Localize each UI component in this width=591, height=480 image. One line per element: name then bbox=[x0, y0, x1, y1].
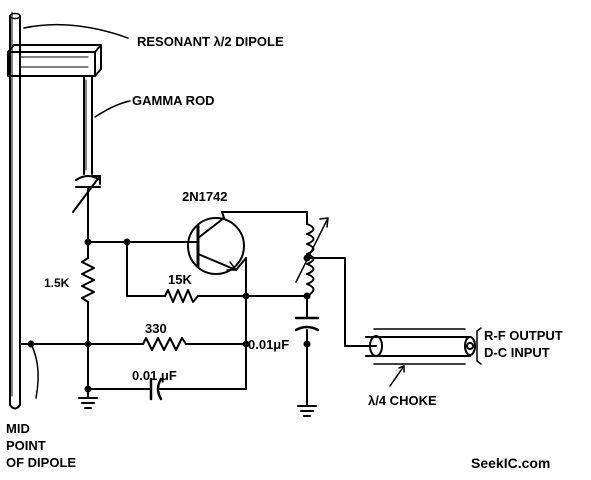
choke-label-leader bbox=[389, 365, 405, 387]
label-transistor: 2N1742 bbox=[182, 189, 228, 204]
tuning-arrow bbox=[295, 217, 329, 283]
label-r-emitter: 330 bbox=[145, 321, 167, 336]
variable-capacitor bbox=[72, 175, 101, 213]
gamma-clamp bbox=[7, 44, 102, 77]
label-midpoint-line2: POINT bbox=[6, 438, 46, 453]
label-c-bypass: 0.01 μF bbox=[132, 368, 177, 383]
dipole-label-leader bbox=[23, 23, 129, 39]
output-bracket bbox=[476, 327, 482, 365]
ground-left bbox=[78, 397, 98, 409]
watermark-text: SeekIC.com bbox=[471, 455, 550, 471]
dipole-element bbox=[9, 11, 21, 410]
label-gamma-rod: GAMMA ROD bbox=[132, 93, 215, 108]
label-c-output: 0.01μF bbox=[248, 337, 289, 352]
label-output-line1: R-F OUTPUT bbox=[484, 328, 563, 343]
midpoint-label-leader bbox=[30, 343, 39, 399]
label-r-bias: 1.5K bbox=[44, 276, 70, 290]
resistor-330 bbox=[142, 337, 187, 351]
capacitor-output bbox=[294, 316, 320, 332]
label-r-feedback: 15K bbox=[168, 272, 192, 287]
label-choke: λ/4 CHOKE bbox=[368, 393, 437, 408]
ground-right bbox=[297, 405, 317, 417]
label-dipole: RESONANT λ/2 DIPOLE bbox=[137, 34, 284, 49]
resistor-15k bbox=[164, 289, 199, 303]
resistor-1-5k bbox=[81, 257, 95, 303]
capacitor-bypass bbox=[141, 377, 171, 401]
label-midpoint-line3: OF DIPOLE bbox=[6, 455, 76, 470]
choke-arrow bbox=[398, 365, 405, 373]
transistor-2n1742 bbox=[187, 211, 247, 275]
coax-cable bbox=[365, 328, 476, 365]
label-midpoint-line1: MID bbox=[6, 421, 30, 436]
label-output-line2: D-C INPUT bbox=[484, 345, 550, 360]
gamma-rod bbox=[83, 75, 93, 175]
gamma-label-leader bbox=[94, 100, 131, 118]
tank-coil bbox=[306, 223, 315, 297]
